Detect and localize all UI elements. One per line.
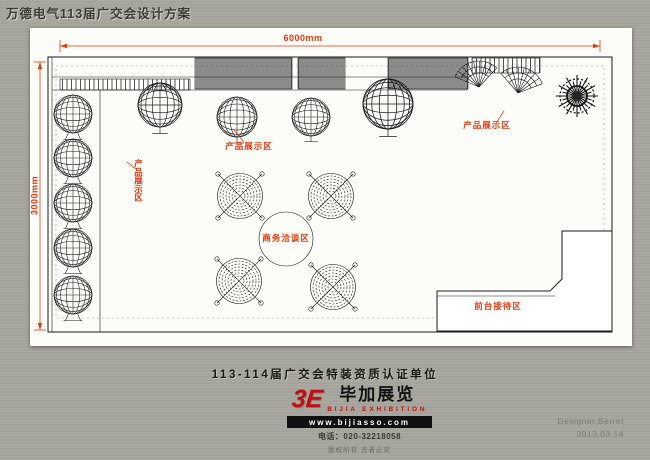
- hatch-display-counter: [471, 57, 541, 74]
- display-sphere-icon: [217, 97, 257, 143]
- designer-block: Designer,Berret 2013.03.14: [557, 415, 624, 441]
- display-sphere-icon: [292, 98, 330, 142]
- ball-chair-icon: [54, 229, 92, 274]
- label-product-display-left: 产品展示区: [133, 158, 144, 202]
- booth-drawing: [47, 56, 613, 333]
- floor-plan: [34, 40, 613, 333]
- booth-outline: [47, 56, 613, 333]
- label-leader: [495, 110, 505, 124]
- label-negotiation-area: 商务洽谈区: [262, 233, 310, 243]
- copyright-line: 版权所有 违者必究: [328, 446, 391, 454]
- brand-name-en: BIJIA EXHIBITION: [327, 405, 428, 413]
- round-table-icon: [215, 171, 265, 221]
- design-date: 2013.03.14: [576, 429, 624, 440]
- hatch-display-counter: [194, 57, 293, 90]
- brand-name-cn: 毕加展览: [339, 385, 416, 404]
- page-title: 万德电气113届广交会设计方案: [6, 7, 192, 21]
- label-leader: [233, 129, 245, 143]
- dimension-3000-label: 3000mm: [29, 175, 40, 216]
- hatch-product-shelf: [59, 78, 191, 91]
- ball-chair-icon: [54, 95, 92, 140]
- dimension-6000-label: 6000mm: [283, 33, 323, 43]
- drawing-paper: 6000mm 3000mm 产品展示区 产品展示区 产品展示区 商务洽谈区 前台…: [30, 28, 632, 346]
- label-product-display-right: 产品展示区: [463, 120, 511, 130]
- display-sphere-icon: [138, 83, 182, 134]
- ball-chair-icon: [54, 276, 92, 321]
- hatch-display-counter: [387, 57, 469, 90]
- brand-block: 3E 毕加展览 BIJIA EXHIBITION www.bijiasso.co…: [287, 384, 432, 454]
- certification-line: 113-114届广交会特装资质认证单位: [211, 369, 439, 381]
- label-leader: [126, 161, 138, 171]
- round-table-icon: [214, 256, 264, 306]
- label-product-display-top: 产品展示区: [225, 141, 273, 151]
- label-reception-area: 前台接待区: [474, 301, 522, 311]
- round-table-icon: [308, 262, 358, 312]
- designer-name: Designer,Berret: [557, 416, 624, 426]
- bijia-logo-icon: 3E: [290, 384, 324, 413]
- reception-desk: [436, 230, 613, 332]
- negotiation-rug: [258, 211, 314, 267]
- dimension-lines: [34, 40, 601, 331]
- round-table-icon: [306, 171, 356, 221]
- ball-chair-icon: [54, 139, 92, 184]
- phone-line: 电话：020-32218058: [317, 431, 402, 441]
- tree-icon: [555, 74, 599, 118]
- website-bar: www.bijiasso.com: [287, 415, 432, 428]
- ball-chair-icon: [54, 184, 92, 229]
- hatch-display-counter: [297, 57, 346, 90]
